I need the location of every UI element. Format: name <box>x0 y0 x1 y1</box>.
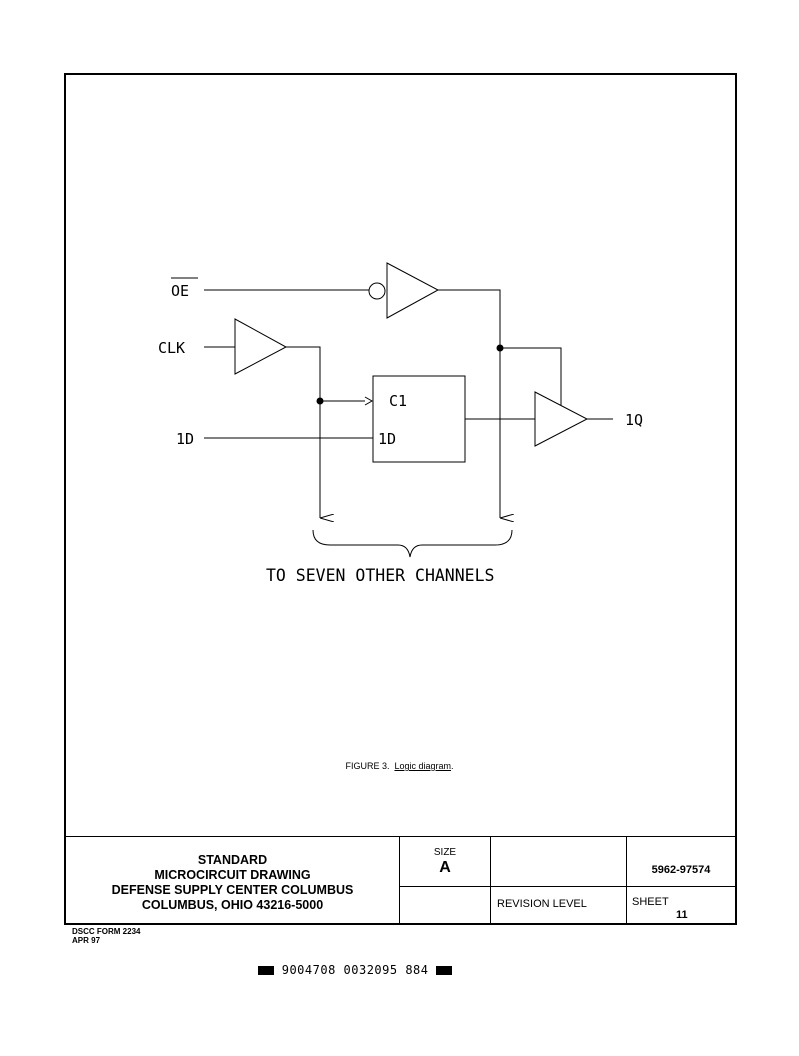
inverter-bubble <box>368 282 386 300</box>
caption-title: Logic diagram <box>394 761 452 771</box>
barcode-line: 9004708 0032095 884 <box>258 963 453 977</box>
blank-cell-bottom <box>400 887 491 924</box>
agency-line-4: COLUMBUS, OHIO 43216-5000 <box>141 898 324 912</box>
q-output-label: 1Q <box>625 411 643 429</box>
size-cell: SIZE A <box>400 837 491 887</box>
sheet-number: 11 <box>676 909 688 921</box>
blank-cell-top <box>491 837 627 887</box>
sheet-cell: SHEET 11 <box>627 887 735 924</box>
page-border <box>64 73 737 925</box>
agency-line-1: STANDARD <box>197 853 268 867</box>
figure-caption: FIGURE 3. Logic diagram. <box>0 761 799 771</box>
oe-buffer <box>386 262 440 319</box>
agency-block: STANDARD MICROCIRCUIT DRAWING DEFENSE SU… <box>66 837 400 924</box>
oe-junction-dot <box>496 344 504 352</box>
form-id: DSCC FORM 2234 APR 97 <box>72 927 140 945</box>
sheet-label: SHEET <box>632 896 669 908</box>
form-number: DSCC FORM 2234 <box>72 927 141 936</box>
barcode-text: 9004708 0032095 884 <box>281 963 429 977</box>
channels-note: TO SEVEN OTHER CHANNELS <box>266 566 494 585</box>
c1-pin-label: C1 <box>389 392 407 410</box>
title-block: STANDARD MICROCIRCUIT DRAWING DEFENSE SU… <box>66 836 735 924</box>
d-input-label: 1D <box>176 430 194 448</box>
caption-prefix: FIGURE 3. <box>345 761 390 771</box>
channels-brace <box>312 529 513 558</box>
size-label: SIZE <box>433 847 457 858</box>
clk-distribution-wire <box>286 346 321 515</box>
drawing-number: 5962-97574 <box>627 837 735 887</box>
oe-label: OE <box>171 282 189 300</box>
agency-line-3: DEFENSE SUPPLY CENTER COLUMBUS <box>111 883 354 897</box>
clk-junction-dot <box>316 397 324 405</box>
form-date: APR 97 <box>72 936 101 945</box>
clk-label: CLK <box>158 339 185 357</box>
oe-to-output-buffer-wire <box>500 347 562 406</box>
caption-suffix: . <box>451 761 454 771</box>
d-pin-label: 1D <box>378 430 396 448</box>
size-value: A <box>439 859 451 876</box>
agency-line-2: MICROCIRCUIT DRAWING <box>154 868 311 882</box>
revision-level-label: REVISION LEVEL <box>491 887 627 924</box>
oe-enable-wire <box>438 289 501 515</box>
clk-buffer <box>234 318 288 375</box>
output-buffer <box>534 391 589 447</box>
barcode-block-left <box>258 966 274 975</box>
flip-flop-box <box>372 375 466 463</box>
c1-clock-arrow <box>364 396 374 406</box>
barcode-block-right <box>436 966 453 975</box>
